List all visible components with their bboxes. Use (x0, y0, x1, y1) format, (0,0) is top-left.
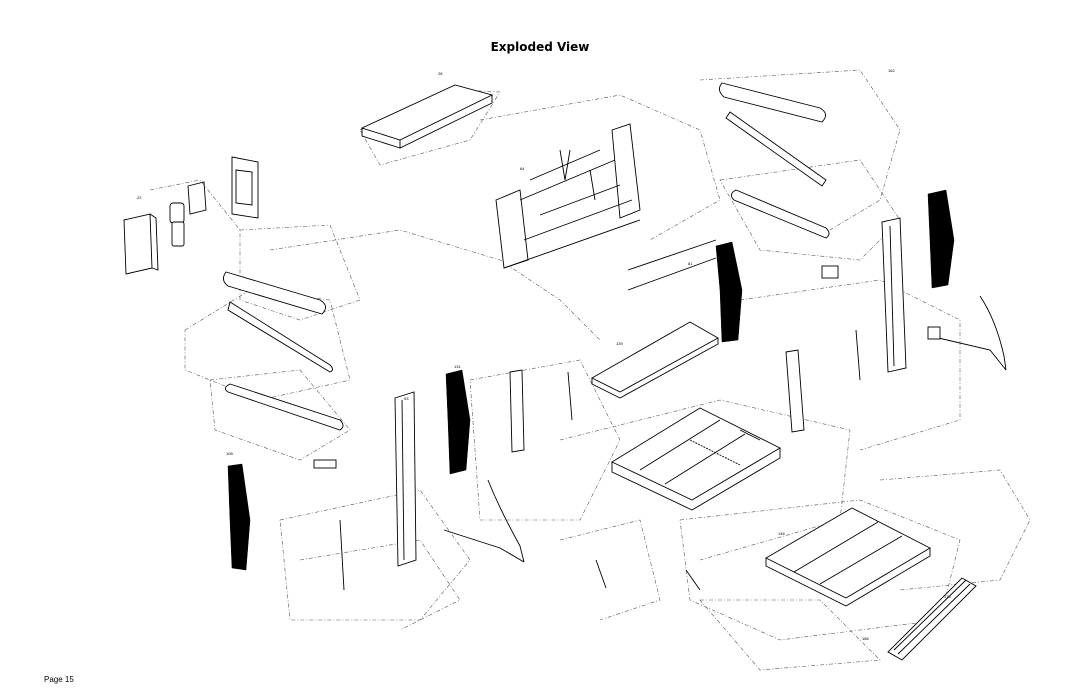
part-callouts: 22 28 64 81 93 108 131 139 146 162 174 1… (137, 68, 951, 641)
callout: 146 (778, 531, 785, 536)
callout: 186 (862, 636, 869, 641)
page-number: Page 15 (44, 675, 74, 684)
callout: 22 (137, 195, 142, 200)
callout: 139 (616, 341, 623, 346)
hardware (313, 239, 941, 591)
page-title: Exploded View (490, 40, 590, 54)
callout: 81 (688, 261, 693, 266)
control-box (123, 156, 259, 275)
callout: 93 (404, 396, 409, 401)
callout: 64 (520, 166, 525, 171)
callout: 108 (226, 451, 233, 456)
callout: 131 (454, 364, 461, 369)
upper-frame (765, 507, 931, 607)
side-shields (227, 189, 955, 571)
callout: 174 (944, 594, 951, 599)
rollers (223, 82, 830, 431)
callout: 162 (888, 68, 895, 73)
deck-board (591, 321, 719, 399)
callout: 28 (438, 71, 443, 76)
side-frames (394, 217, 907, 567)
drive-motor (169, 181, 207, 247)
central-gearbox-frame (495, 123, 641, 269)
lower-frame (611, 407, 781, 511)
top-cover-plate (360, 84, 494, 149)
handrails (443, 295, 1007, 563)
running-belt (887, 577, 977, 661)
